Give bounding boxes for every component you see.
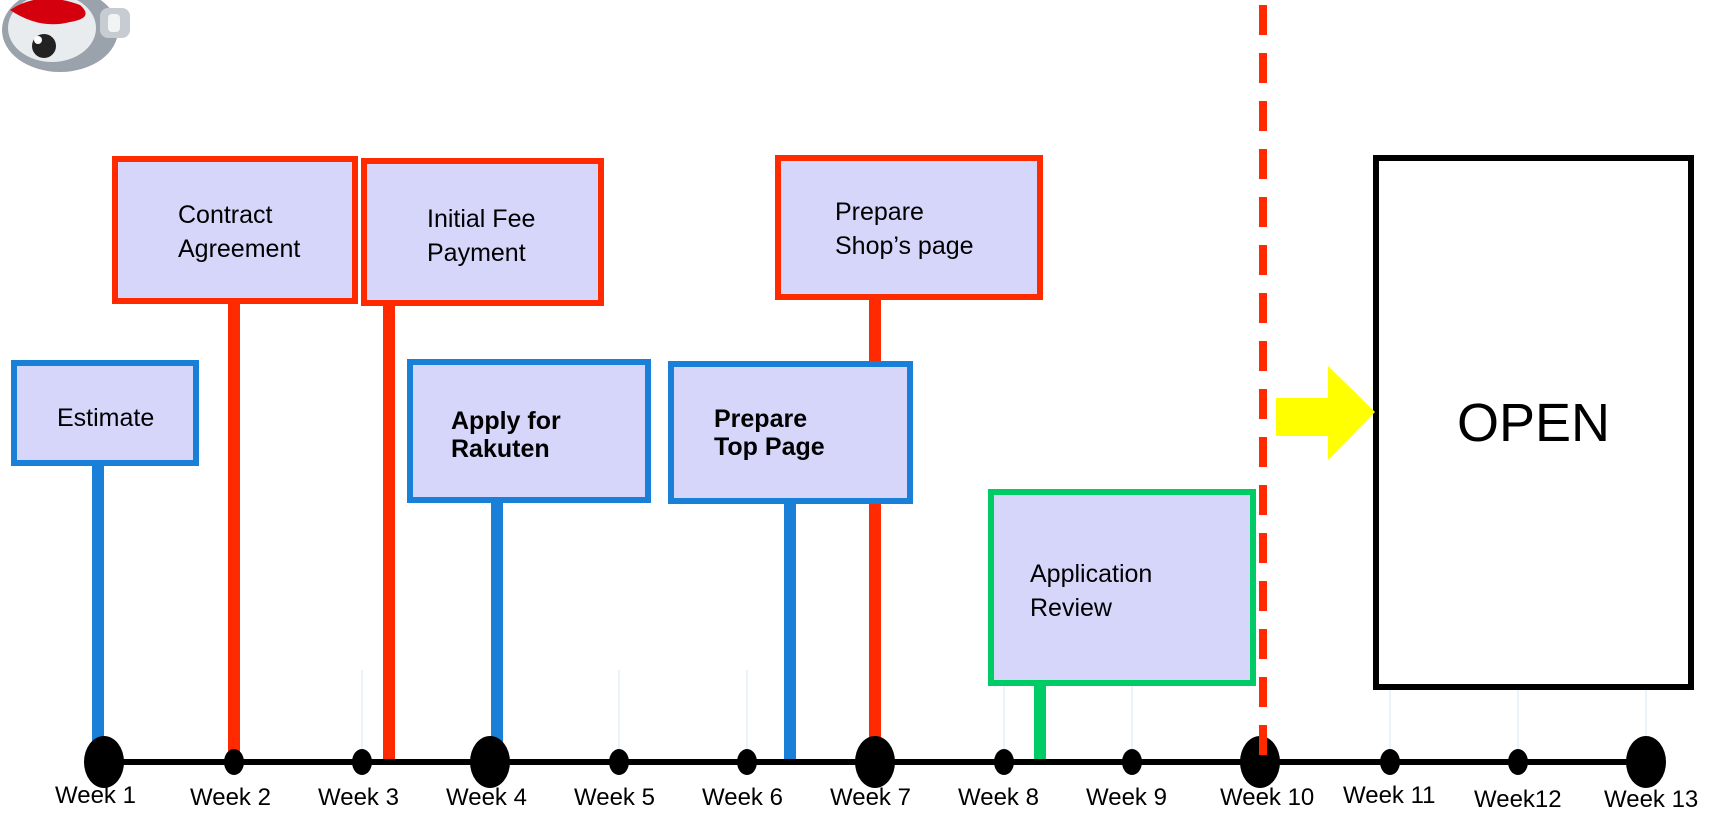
milestone-dot <box>855 736 895 788</box>
week-dot <box>224 749 244 775</box>
task-review-label: Application Review <box>1030 560 1153 622</box>
week-label: Week 7 <box>830 784 911 811</box>
milestone-dot <box>1240 736 1280 788</box>
week-label: Week 2 <box>190 784 271 811</box>
task-initial-fee: Initial Fee Payment <box>361 158 604 306</box>
milestone-dot <box>470 736 510 788</box>
week-dot <box>994 749 1014 775</box>
week-label: Week 6 <box>702 784 783 811</box>
open-label: OPEN <box>1456 392 1611 453</box>
week-label: Week 4 <box>446 784 527 811</box>
task-prepare-top: Prepare Top Page <box>668 361 913 504</box>
milestone-dot <box>1626 736 1666 788</box>
task-initial-fee-label: Initial Fee Payment <box>427 205 536 267</box>
week-dot <box>609 749 629 775</box>
task-prepare-top-label: Prepare Top Page <box>714 405 825 461</box>
week-dot <box>1380 749 1400 775</box>
week-label: Week 5 <box>574 784 655 811</box>
week-dot <box>1508 749 1528 775</box>
week-dot <box>1122 749 1142 775</box>
week-label: Week12 <box>1474 786 1562 813</box>
task-prepare-shop-label: Prepare Shop’s page <box>835 198 974 260</box>
task-review: Application Review <box>988 489 1256 686</box>
task-apply: Apply for Rakuten <box>407 359 651 503</box>
week-dot <box>737 749 757 775</box>
milestone-dot <box>84 736 124 788</box>
week-label: Week 9 <box>1086 784 1167 811</box>
task-estimate-label: Estimate <box>57 404 155 432</box>
week-label: Week 13 <box>1604 786 1699 813</box>
task-contract-label: Contract Agreement <box>178 201 301 263</box>
week-label: Week 8 <box>958 784 1039 811</box>
week-label: Week 1 <box>55 782 136 809</box>
task-apply-label: Apply for Rakuten <box>451 407 561 463</box>
task-contract: Contract Agreement <box>112 156 358 304</box>
week-label: Week 11 <box>1343 782 1436 809</box>
task-prepare-shop: Prepare Shop’s page <box>775 155 1043 300</box>
open-box: OPEN <box>1373 155 1694 690</box>
arrow-right-icon <box>1276 366 1375 460</box>
week-label: Week 3 <box>318 784 399 811</box>
rakuten-mascot-icon <box>2 0 130 72</box>
week-dot <box>352 749 372 775</box>
task-estimate: Estimate <box>11 360 199 466</box>
week-label: Week 10 <box>1220 784 1315 811</box>
